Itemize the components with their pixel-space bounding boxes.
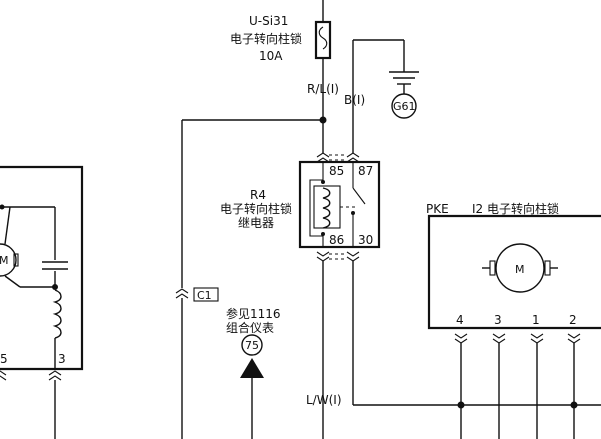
relay-pin-30: 30 <box>358 233 373 247</box>
module-i2: PKE I2 电子转向柱锁 M 4 3 1 2 <box>426 201 601 439</box>
wire-label-lw: L/W(I) <box>306 393 342 407</box>
arrow-up-icon <box>240 358 264 378</box>
ground-circle <box>391 93 417 119</box>
module-pin-3: 3 <box>494 313 502 327</box>
motor-icon <box>0 243 17 277</box>
left-pin-5: 5 <box>0 352 8 366</box>
wire-label-b: B(I) <box>344 93 365 107</box>
reference-circle <box>241 334 263 356</box>
connector-c1-line: C1 <box>175 119 323 439</box>
reference-number: 75 <box>245 339 259 352</box>
connector-c1-box <box>193 287 219 302</box>
fuse-desc: 电子转向柱锁 <box>230 31 302 46</box>
module-left-label: PKE <box>426 202 449 216</box>
reference-cluster: 参见1116 组合仪表 75 <box>226 306 281 439</box>
reference-line-1: 参见1116 <box>226 306 281 321</box>
relay-coil-icon <box>322 187 331 229</box>
module-pin-1: 1 <box>532 313 540 327</box>
relay-r4: 85 87 86 30 R4 电子转向柱锁 继电器 <box>220 152 381 262</box>
relay-pin-86: 86 <box>329 233 344 247</box>
wire-label-rl: R/L(I) <box>307 82 339 96</box>
module-pin-4: 4 <box>456 313 464 327</box>
relay-desc-2: 继电器 <box>238 216 274 230</box>
fuse-name: U-Si31 <box>249 14 288 28</box>
connector-c1-label: C1 <box>197 289 212 302</box>
reference-line-2: 组合仪表 <box>226 320 274 335</box>
relay-name: R4 <box>250 188 266 202</box>
motor-icon <box>495 243 545 293</box>
fuse-u-si31: U-Si31 电子转向柱锁 10A <box>230 0 332 63</box>
left-motor-label: M <box>0 254 9 267</box>
relay-pin-87: 87 <box>358 164 373 178</box>
left-pin-3: 3 <box>58 352 66 366</box>
relay-desc-1: 电子转向柱锁 <box>220 201 292 216</box>
relay-box <box>298 160 381 249</box>
module-motor-label: M <box>515 263 525 276</box>
relay-pin-85: 85 <box>329 164 344 178</box>
fuse-rating: 10A <box>259 49 283 63</box>
module-pin-2: 2 <box>569 313 577 327</box>
module-right-label: I2 电子转向柱锁 <box>472 201 559 216</box>
left-component: M 5 3 <box>0 165 84 439</box>
ground-g61: G61 B(I) <box>344 39 419 153</box>
ground-label: G61 <box>393 100 416 113</box>
